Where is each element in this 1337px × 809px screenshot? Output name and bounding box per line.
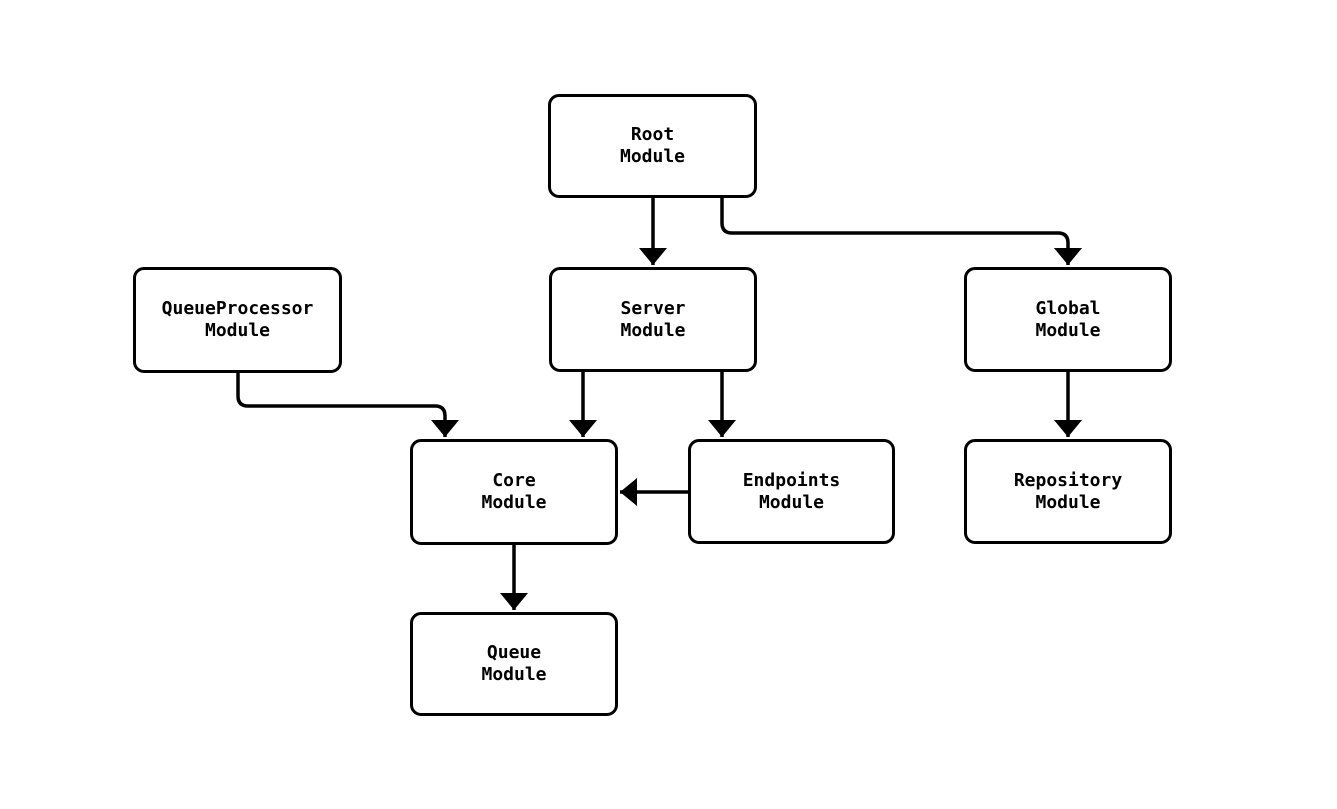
node-core-module: Core Module (410, 439, 618, 545)
node-server-module: Server Module (549, 267, 757, 372)
node-repository-module: Repository Module (964, 439, 1172, 544)
node-queueprocessor-module: QueueProcessor Module (133, 267, 342, 373)
node-endpoints-module: Endpoints Module (688, 439, 895, 544)
edge-root-to-global (720, 198, 1082, 265)
node-root-module: Root Module (548, 94, 757, 198)
node-global-module: Global Module (964, 267, 1172, 372)
edge-queueprocessor-to-core (236, 373, 459, 437)
node-queue-module: Queue Module (410, 612, 618, 716)
